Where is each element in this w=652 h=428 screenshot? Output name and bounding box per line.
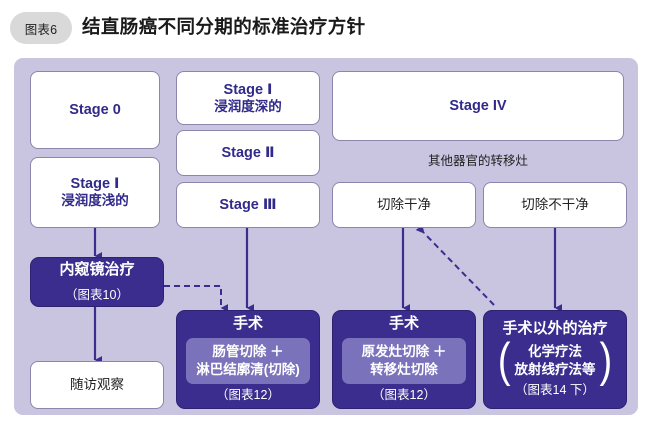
connector-arrows-layer <box>93 225 563 364</box>
dashed-arrow-endoscopic-to-surgery-a <box>164 285 229 312</box>
metastasis-label: 其他器官的转移灶 <box>427 154 528 168</box>
stage-box-stage2[interactable]: Stage Ⅱ <box>176 130 320 176</box>
resection-box-not-clean[interactable]: 切除不干净 <box>483 182 627 228</box>
followup-title: 随访观察 <box>70 376 124 392</box>
non-surgery-detail-group: ( 化学疗法 放射线疗法等 ) <box>497 334 613 388</box>
figure-number-badge: 图表6 <box>10 12 72 44</box>
treatment-box-non-surgery[interactable]: 手术以外的治疗 ( 化学疗法 放射线疗法等 ) （图表14 下） <box>483 310 627 409</box>
surgery-b-title: 手术 <box>388 315 419 333</box>
non-surgery-detail-line2: 放射线疗法等 <box>514 362 596 378</box>
stage-box-stage0[interactable]: Stage 0 <box>30 71 160 149</box>
surgery-a-note: （图表12） <box>216 388 280 403</box>
page-header: 图表6 结直肠癌不同分期的标准治疗方针 <box>0 0 652 56</box>
surgery-b-detail-line2: 转移灶切除 <box>370 362 438 378</box>
surgery-b-detail-line1: 原发灶切除 ＋ <box>361 343 447 359</box>
endoscopic-note: （图表10） <box>65 287 129 302</box>
stage1-shallow-sub: 浸润度浅的 <box>61 193 129 209</box>
right-parenthesis: ) <box>599 334 613 388</box>
resection-box-clean[interactable]: 切除干净 <box>332 182 476 228</box>
surgery-a-detail-line2: 淋巴结廓清(切除) <box>196 362 300 378</box>
treatment-box-followup[interactable]: 随访观察 <box>30 361 164 409</box>
surgery-b-detail-panel: 原发灶切除 ＋ 转移灶切除 <box>341 337 467 385</box>
stage-box-stage3[interactable]: Stage Ⅲ <box>176 182 320 228</box>
stage-box-stage4[interactable]: Stage IV <box>332 71 624 141</box>
stage1-deep-sub: 浸润度深的 <box>214 98 282 114</box>
non-surgery-title: 手术以外的治疗 <box>502 320 608 338</box>
stage3-title: Stage Ⅲ <box>219 196 277 213</box>
stage-box-stage1-shallow[interactable]: Stage Ⅰ 浸润度浅的 <box>30 157 160 228</box>
endoscopic-title: 内窥镜治疗 <box>59 260 135 278</box>
treatment-box-surgery-a[interactable]: 手术 肠管切除 ＋ 淋巴结廓清(切除) （图表12） <box>176 310 320 409</box>
surgery-a-detail-panel: 肠管切除 ＋ 淋巴结廓清(切除) <box>185 337 311 385</box>
treatment-box-surgery-b[interactable]: 手术 原发灶切除 ＋ 转移灶切除 （图表12） <box>332 310 476 409</box>
stage1-shallow-title: Stage Ⅰ <box>70 176 120 192</box>
page-title: 结直肠癌不同分期的标准治疗方针 <box>82 16 366 37</box>
stage-box-stage1-deep[interactable]: Stage Ⅰ 浸润度深的 <box>176 71 320 125</box>
treatment-box-endoscopic[interactable]: 内窥镜治疗 （图表10） <box>30 257 164 307</box>
surgery-a-title: 手术 <box>232 315 263 333</box>
dashed-arrow-nonsurgery-to-clean <box>415 225 495 306</box>
stage1-deep-title: Stage Ⅰ <box>223 81 273 98</box>
non-surgery-detail-text: 化学疗法 放射线疗法等 <box>515 343 596 379</box>
resection-clean-label: 切除干净 <box>377 196 431 212</box>
resection-notclean-label: 切除不干净 <box>521 196 589 212</box>
stage4-title: Stage IV <box>449 97 507 114</box>
stage0-title: Stage 0 <box>69 101 121 118</box>
surgery-a-detail-line1: 肠管切除 ＋ <box>212 343 284 359</box>
diagram-canvas: Stage 0 Stage Ⅰ 浸润度浅的 Stage Ⅰ 浸润度深的 Stag… <box>14 58 638 415</box>
non-surgery-note: （图表14 下） <box>515 383 595 398</box>
left-parenthesis: ( <box>497 334 511 388</box>
surgery-b-note: （图表12） <box>372 388 436 403</box>
stage2-title: Stage Ⅱ <box>221 144 275 161</box>
non-surgery-detail-line1: 化学疗法 <box>528 343 582 359</box>
